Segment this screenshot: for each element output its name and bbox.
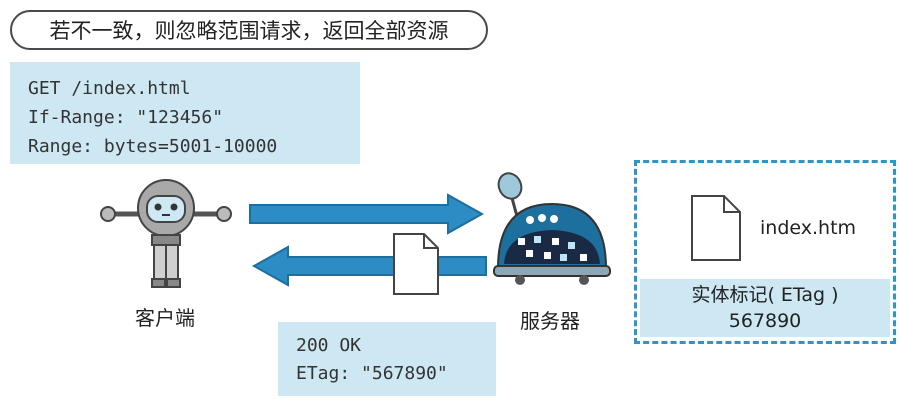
status-line: 200 OK [296,335,362,356]
request-arrow-icon [249,193,485,235]
range-header: Range: bytes=5001-10000 [28,136,278,157]
response-arrow-icon [251,245,487,287]
server-resource-panel [634,160,896,344]
if-range-header: If-Range: "123456" [28,107,224,128]
request-line: GET /index.html [28,78,191,99]
server-label: 服务器 [520,309,580,333]
document-icon [393,233,439,295]
etag-header: ETag: "567890" [296,363,448,384]
etag-label: 实体标记( ETag ) [691,284,839,306]
response-headers: 200 OK ETag: "567890" [278,322,496,396]
file-icon [691,195,741,261]
etag-value: 567890 [728,310,802,332]
caption: 若不一致，则忽略范围请求，返回全部资源 [10,10,488,50]
etag-box: 实体标记( ETag ) 567890 [640,279,890,337]
request-headers: GET /index.html If-Range: "123456" Range… [10,62,360,164]
server-robot-icon [493,172,611,285]
client-label: 客户端 [135,306,195,330]
file-name: index.htm [760,217,857,239]
client-robot-icon [100,179,232,288]
